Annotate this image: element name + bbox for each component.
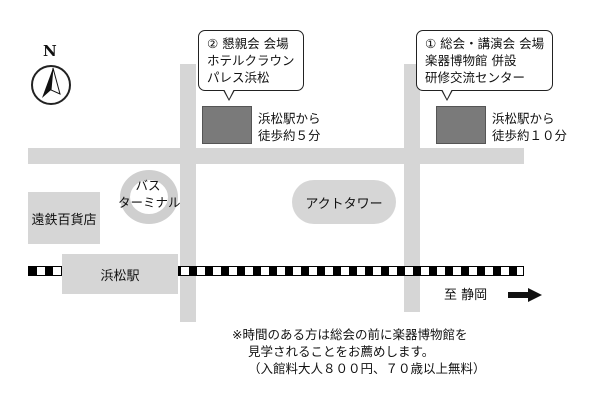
vertical-road-east [404,64,420,312]
entetsu-department-store: 遠鉄百貨店 [28,192,100,244]
bus-terminal-line-2: ターミナル [118,195,181,210]
arrow-right-icon [508,288,542,302]
station-label: 浜松駅 [100,268,140,284]
venue2-callout-line-1: ② 懇親会 会場 [207,36,289,51]
venue2-callout-line-3: パレス浜松 [207,70,270,85]
hamamatsu-station: 浜松駅 [62,254,178,294]
railway-line [28,266,524,276]
venue2-walk-line-1: 浜松駅から [258,111,321,126]
venue1-callout-line-1: ① 総会・講演会 会場 [425,36,545,51]
venue2-walk-note: 浜松駅から 徒歩約５分 [258,110,321,144]
entetsu-label: 遠鉄百貨店 [31,212,97,228]
act-tower-label: アクトタワー [305,196,383,212]
venue2-callout-line-2: ホテルクラウン [207,53,295,68]
venue1-callout-tail [441,89,453,101]
bus-terminal-line-1: バス [135,178,161,193]
visit-note-line-1: ※時間のある方は総会の前に楽器博物館を [232,327,468,342]
bus-terminal-ring [120,170,178,224]
venue1-callout-line-2: 楽器博物館 併設 [425,53,517,68]
venue1-marker [436,106,486,144]
direction-label: 至 静岡 [444,288,488,303]
compass-rose-icon [31,65,71,105]
bus-terminal-label: バス ターミナル [118,177,181,211]
venue2-marker [202,106,252,144]
venue2-callout: ② 懇親会 会場 ホテルクラウン パレス浜松 [198,30,304,101]
venue2-walk-line-2: 徒歩約５分 [258,128,321,143]
venue1-callout-line-3: 研修交流センター [425,70,526,85]
visit-note: ※時間のある方は総会の前に楽器博物館を 見学されることをお薦めします。 （入館料… [232,326,486,377]
venue2-callout-tail [223,89,235,101]
venue1-walk-line-2: 徒歩約１０分 [492,128,568,143]
visit-note-line-3: （入館料大人８００円、７０歳以上無料） [248,361,486,376]
visit-note-line-2: 見学されることをお薦めします。 [248,344,435,359]
venue1-walk-note: 浜松駅から 徒歩約１０分 [492,110,567,144]
compass-north-label: N [43,42,57,60]
vertical-road-west [180,64,196,322]
act-tower: アクトタワー [292,180,396,224]
venue1-callout: ① 総会・講演会 会場 楽器博物館 併設 研修交流センター [416,30,554,101]
venue1-walk-line-1: 浜松駅から [492,111,555,126]
horizontal-road [28,148,524,164]
compass: N [30,42,72,108]
